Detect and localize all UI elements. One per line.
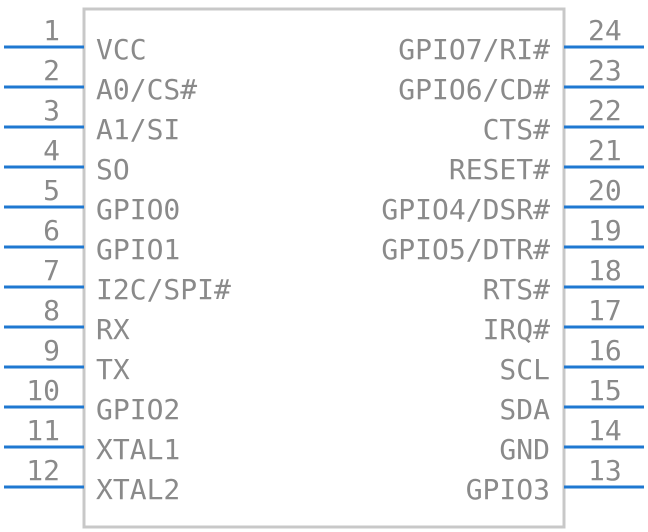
pin-number-17: 17 <box>588 294 622 327</box>
pin-label-23: GPIO6/CD# <box>398 73 550 106</box>
pin-number-2: 2 <box>43 54 60 87</box>
pin-number-15: 15 <box>588 374 622 407</box>
pin-number-20: 20 <box>588 174 622 207</box>
pin-label-24: GPIO7/RI# <box>398 33 550 66</box>
pin-label-1: VCC <box>96 33 147 66</box>
pin-label-18: RTS# <box>483 273 551 306</box>
pin-label-4: SO <box>96 153 130 186</box>
pin-label-9: TX <box>96 353 130 386</box>
pin-label-15: SDA <box>499 393 550 426</box>
pin-label-16: SCL <box>499 353 550 386</box>
pin-label-8: RX <box>96 313 130 346</box>
pin-number-7: 7 <box>43 254 60 287</box>
pin-number-24: 24 <box>588 14 622 47</box>
pin-number-11: 11 <box>26 414 60 447</box>
pin-number-1: 1 <box>43 14 60 47</box>
pin-label-3: A1/SI <box>96 113 180 146</box>
pin-number-6: 6 <box>43 214 60 247</box>
pin-number-9: 9 <box>43 334 60 367</box>
pin-label-22: CTS# <box>483 113 551 146</box>
pin-number-13: 13 <box>588 454 622 487</box>
pin-label-17: IRQ# <box>483 313 551 346</box>
pin-number-4: 4 <box>43 134 60 167</box>
pin-label-5: GPIO0 <box>96 193 180 226</box>
pin-number-18: 18 <box>588 254 622 287</box>
pin-label-14: GND <box>499 433 550 466</box>
pin-label-7: I2C/SPI# <box>96 273 231 306</box>
pin-number-10: 10 <box>26 374 60 407</box>
pin-number-14: 14 <box>588 414 622 447</box>
pin-label-6: GPIO1 <box>96 233 180 266</box>
ic-body <box>82 7 566 529</box>
pin-label-20: GPIO4/DSR# <box>381 193 550 226</box>
pin-number-22: 22 <box>588 94 622 127</box>
pin-label-10: GPIO2 <box>96 393 180 426</box>
pin-number-19: 19 <box>588 214 622 247</box>
pin-label-19: GPIO5/DTR# <box>381 233 550 266</box>
pin-label-2: A0/CS# <box>96 73 197 106</box>
pin-number-8: 8 <box>43 294 60 327</box>
pin-label-21: RESET# <box>449 153 550 186</box>
pin-label-13: GPIO3 <box>466 473 550 506</box>
pin-label-11: XTAL1 <box>96 433 180 466</box>
pin-number-3: 3 <box>43 94 60 127</box>
pin-label-12: XTAL2 <box>96 473 180 506</box>
pin-number-16: 16 <box>588 334 622 367</box>
pin-number-12: 12 <box>26 454 60 487</box>
pin-number-5: 5 <box>43 174 60 207</box>
pin-number-21: 21 <box>588 134 622 167</box>
pin-number-23: 23 <box>588 54 622 87</box>
